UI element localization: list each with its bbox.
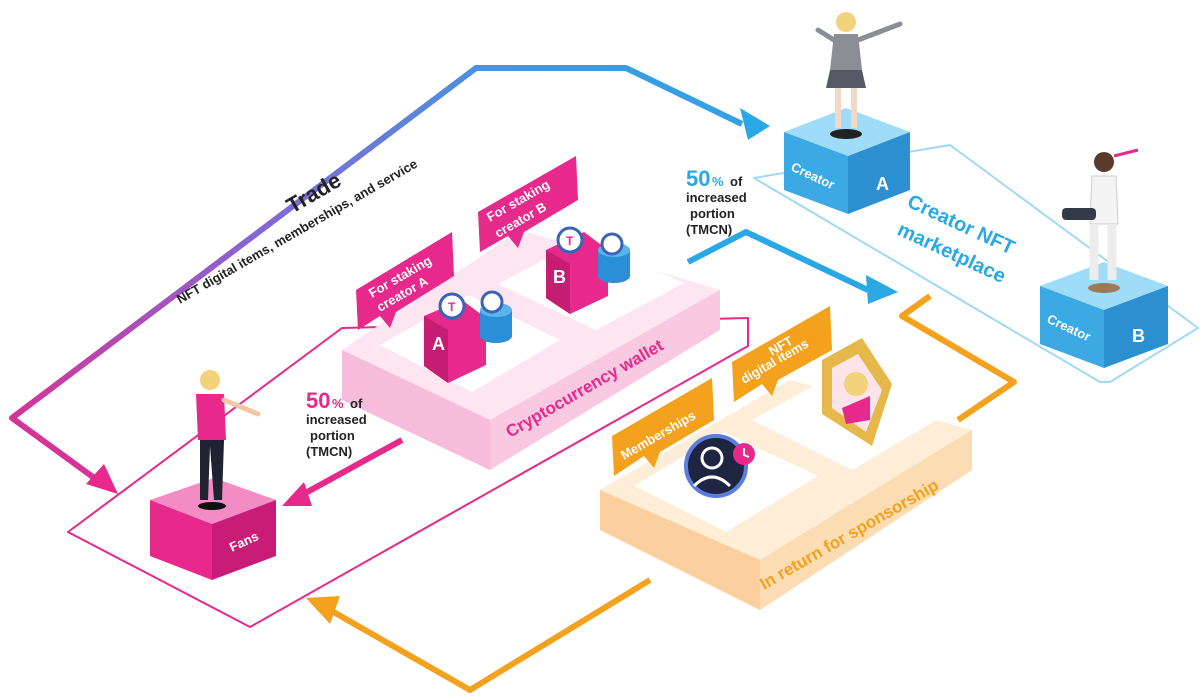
wallet-a-icon: A (424, 300, 486, 383)
sponsorship-tray: In return for sponsorship (600, 372, 972, 610)
creator-portion-line2: increased (686, 190, 747, 205)
creator-portion-line4: (TMCN) (686, 222, 732, 237)
creator-a-figure (815, 12, 903, 139)
wallet-a-letter: A (432, 334, 445, 354)
fans-portion-arrow (298, 437, 404, 499)
fans-platform-outline (67, 317, 749, 628)
fans-portion-percent-sign: % (332, 396, 344, 411)
creator-portion-of: of (730, 174, 743, 189)
fans-portion-line3: portion (310, 428, 355, 443)
creator-a-box: Creator A (784, 108, 910, 214)
fans-box: Fans (150, 478, 276, 580)
token-b-symbol: T (566, 234, 574, 248)
trade-arrowhead-fans (86, 464, 118, 494)
creator-portion-percent: 50 (686, 166, 710, 191)
creator-b-figure (1062, 148, 1139, 293)
creator-portion-arrow (686, 229, 870, 293)
fans-portion-text: 50 % of increased portion (TMCN) (306, 388, 367, 459)
sponsorship-arrowhead (306, 596, 340, 624)
creator-b-box: Creator B (1040, 262, 1168, 368)
creator-portion-arrowhead (866, 275, 898, 304)
trade-flow-arrow (9, 65, 744, 491)
fan-person-figure (196, 370, 261, 510)
staking-tag-b: For staking creator B (478, 156, 578, 252)
creator-b-letter: B (1132, 326, 1145, 346)
token-a-symbol: T (448, 300, 456, 314)
fans-portion-of: of (350, 396, 363, 411)
membership-icon (684, 434, 755, 498)
marketplace-platform-outline (753, 144, 1199, 383)
sponsorship-return-arrow (328, 577, 652, 693)
trade-arrowhead-creator (740, 108, 770, 140)
fans-portion-line4: (TMCN) (306, 444, 352, 459)
sponsorship-arrow (899, 293, 1017, 423)
fans-portion-percent: 50 (306, 388, 330, 413)
nft-picture-frame-icon (822, 338, 892, 446)
creator-portion-percent-sign: % (712, 174, 724, 189)
fans-portion-arrowhead (282, 482, 312, 506)
creator-a-letter: A (876, 174, 889, 194)
token-stack-b: T (556, 226, 630, 283)
creator-portion-text: 50 % of increased portion (TMCN) (686, 166, 747, 237)
fans-portion-line2: increased (306, 412, 367, 427)
wallet-b-letter: B (553, 267, 566, 287)
wallet-b-icon: B (546, 232, 608, 314)
token-stack-a: T (438, 290, 512, 343)
creator-portion-line3: portion (690, 206, 735, 221)
